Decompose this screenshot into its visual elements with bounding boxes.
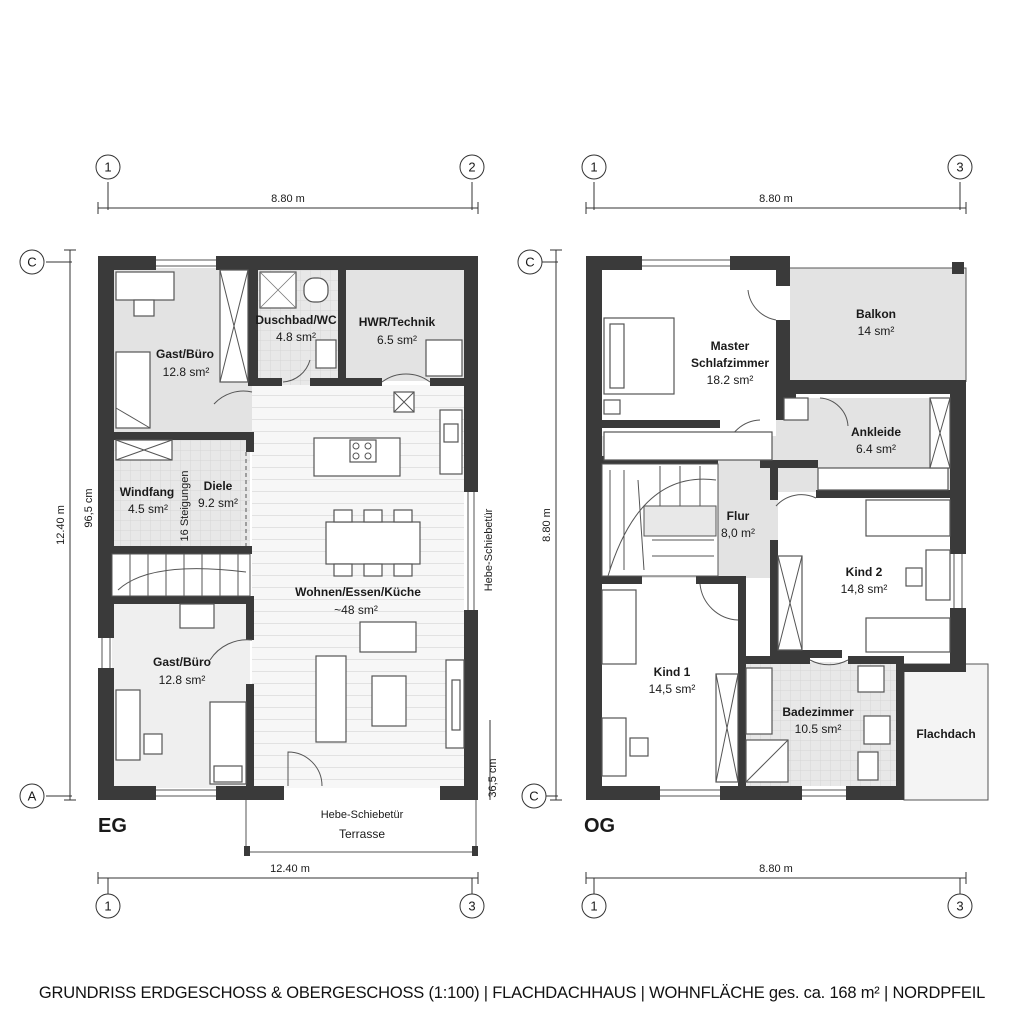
og-axis-top-left: 1 [590,160,597,175]
eg-dim-bottom: 12.40 m [270,863,310,875]
eg-diele-area: 9.2 sm² [198,496,238,510]
og-balkon-name: Balkon [856,307,896,321]
og-flur-name: Flur [727,509,750,523]
og-ankleide-name: Ankleide [851,425,901,439]
og-flachdach-name: Flachdach [916,727,975,741]
og-flachdach-floor [903,663,989,801]
eg-gast-bottom-name: Gast/Büro [153,655,211,669]
og-master-name2: Schlafzimmer [691,356,769,370]
og-axis-bottom-left: 1 [590,899,597,914]
og-master-area: 18.2 sm² [707,373,754,387]
og-balkon-area: 14 sm² [858,324,895,338]
eg-dim-left: 12.40 m [55,505,67,545]
eg-axis-bottom-left: 1 [104,899,111,914]
eg-axis-top-right: 2 [468,160,475,175]
eg-wohnen-area: ~48 sm² [334,603,378,617]
eg-axis-left-bottom: A [28,789,37,804]
eg-gast-top-area: 12.8 sm² [163,365,210,379]
eg-axis-bottom-right: 3 [468,899,475,914]
eg-axis-top-left: 1 [104,160,111,175]
og-ankleide-area: 6.4 sm² [856,442,896,456]
og-flur-area: 8,0 m² [721,526,755,540]
og-kind2-area: 14,8 sm² [841,582,888,596]
og-dim-top: 8.80 m [759,193,793,205]
og-dim-bottom: 8.80 m [759,863,793,875]
eg-dim-right-partial: 36,5 cm [487,758,499,797]
eg-stairs-label: 16 Steigungen [179,471,191,542]
eg-door-right-label: Hebe-Schiebetür [483,508,495,591]
eg-gast-bottom-area: 12.8 sm² [159,673,206,687]
og-badezimmer-name: Badezimmer [782,705,854,719]
og-axis-bottom-right: 3 [956,899,963,914]
og-axis-left-top: C [525,255,534,270]
plan-footer-caption: GRUNDRISS ERDGESCHOSS & OBERGESCHOSS (1:… [38,984,986,1002]
og-kind1-area: 14,5 sm² [649,682,696,696]
eg-wohnen-name: Wohnen/Essen/Küche [295,585,421,599]
eg-dim-left-partial: 96,5 cm [83,488,95,527]
eg-windfang-area: 4.5 sm² [128,502,168,516]
eg-door-bottom-label: Hebe-Schiebetür [321,809,404,821]
og-badezimmer-area: 10.5 sm² [795,722,842,736]
ground-floor: Gast/Büro 12.8 sm² Duschbad/WC 4.8 sm² H… [19,154,499,919]
eg-terrace-label: Terrasse [339,827,385,841]
og-master-name: Master [711,339,750,353]
eg-hwr-area: 6.5 sm² [377,333,417,347]
og-kind2-name: Kind 2 [846,565,883,579]
eg-bad-area: 4.8 sm² [276,330,316,344]
og-balkon-floor [790,268,966,382]
eg-dim-top: 8.80 m [271,193,305,205]
og-floor-tag: OG [584,815,615,837]
eg-gast-top-name: Gast/Büro [156,347,214,361]
og-axis-top-right: 3 [956,160,963,175]
og-kind1-name: Kind 1 [654,665,691,679]
eg-bad-name: Duschbad/WC [255,313,337,327]
eg-windfang-name: Windfang [120,485,175,499]
og-dim-left: 8.80 m [541,508,553,542]
eg-diele-name: Diele [204,479,233,493]
eg-axis-left-top: C [27,255,36,270]
eg-floor-tag: EG [98,815,127,837]
og-axis-left-bottom: C [529,789,538,804]
eg-hwr-name: HWR/Technik [359,315,436,329]
upper-floor: Master Schlafzimmer 18.2 sm² Balkon 14 s… [517,154,989,919]
